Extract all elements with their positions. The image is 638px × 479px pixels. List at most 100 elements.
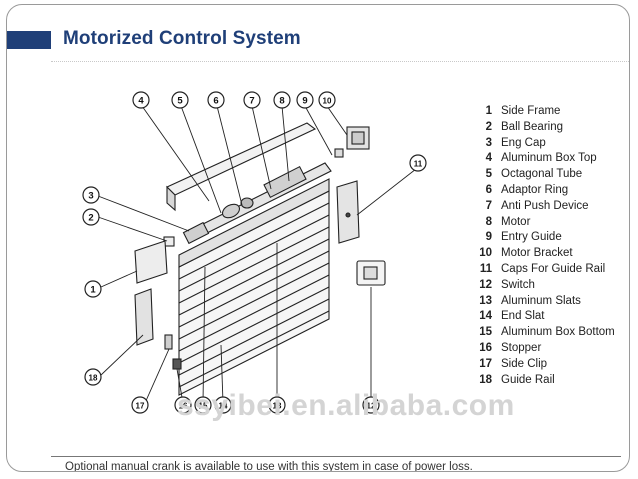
part-name: End Slat (501, 310, 545, 323)
parts-list-item: 16 Stopper (470, 341, 615, 357)
parts-list-item: 5 Octagonal Tube (470, 167, 615, 183)
part-number: 4 (485, 152, 492, 165)
part-name: Ball Bearing (501, 120, 564, 133)
part-name: Anti Push Device (501, 199, 589, 212)
parts-list-item: 1 Side Frame (470, 104, 615, 120)
part-name: Motor Bracket (501, 247, 573, 260)
callout-circle-14 (214, 396, 232, 414)
parts-list-item: 18 Guide Rail (470, 373, 615, 389)
callout-label-5: 5 (177, 96, 183, 107)
part-number: 18 (479, 373, 492, 386)
part-name: Switch (501, 278, 535, 291)
part-number: 8 (485, 215, 492, 228)
parts-list-item: 3 Eng Cap (470, 136, 615, 152)
callout-circle-13 (268, 396, 286, 414)
callout-circle-15 (194, 396, 212, 414)
callout-circle-18 (84, 368, 102, 386)
callout-circle-12 (362, 396, 380, 414)
slide-title: Motorized Control System (63, 28, 301, 49)
parts-list-item: 6 Adaptor Ring (470, 183, 615, 199)
part-number: 16 (479, 341, 492, 354)
part-number: 7 (485, 199, 492, 212)
callout-label-4: 4 (138, 96, 144, 107)
callout-label-17: 17 (136, 402, 145, 411)
stopper-shape (172, 358, 182, 370)
callout-label-10: 10 (323, 97, 332, 106)
part-number: 2 (485, 120, 492, 133)
guide-rail-left-shape (134, 288, 154, 346)
parts-list-item: 12 Switch (470, 278, 615, 294)
part-number: 10 (479, 247, 492, 260)
slat-curtain-shape (178, 178, 330, 396)
callout-circle-5 (171, 91, 189, 109)
callout-label-13: 13 (273, 402, 282, 411)
callout-circle-11 (409, 154, 427, 172)
side-frame-shape (134, 240, 168, 284)
slide: Motorized Control System (6, 4, 630, 472)
part-name: Aluminum Slats (501, 294, 581, 307)
parts-list-item: 8 Motor (470, 215, 615, 231)
part-number: 3 (485, 136, 492, 149)
callout-label-18: 18 (89, 374, 98, 383)
part-name: Guide Rail (501, 373, 555, 386)
footer-divider (51, 456, 621, 457)
callout-circle-2 (82, 208, 100, 226)
part-number: 14 (479, 310, 492, 323)
parts-list-item: 17 Side Clip (470, 357, 615, 373)
side-clip-shape (164, 334, 173, 350)
callout-label-12: 12 (367, 402, 376, 411)
eng-cap-shape (182, 221, 210, 245)
part-number: 17 (479, 357, 492, 370)
callout-label-3: 3 (88, 191, 93, 202)
title-divider (51, 61, 629, 62)
callout-circle-16 (174, 396, 192, 414)
parts-list-item: 4 Aluminum Box Top (470, 151, 615, 167)
part-name: Stopper (501, 341, 542, 354)
parts-list-item: 7 Anti Push Device (470, 199, 615, 215)
parts-list-item: 10 Motor Bracket (470, 246, 615, 262)
callout-label-2: 2 (88, 213, 93, 224)
part-name: Aluminum Box Bottom (501, 326, 615, 339)
callout-label-14: 14 (219, 402, 228, 411)
exploded-diagram: 1 2 3 4 5 6 7 8 9 10 11 12 13 14 15 16 1… (82, 91, 427, 414)
part-name: Aluminum Box Top (501, 152, 597, 165)
part-number: 11 (479, 262, 492, 275)
part-name: Side Clip (501, 357, 548, 370)
motor-shape (263, 165, 307, 199)
parts-list-item: 2 Ball Bearing (470, 120, 615, 136)
callout-circle-9 (296, 91, 314, 109)
callout-circle-7 (243, 91, 261, 109)
footer-note: Optional manual crank is available to us… (65, 461, 473, 472)
part-name: Eng Cap (501, 136, 546, 149)
parts-list-item: 13 Aluminum Slats (470, 294, 615, 310)
callout-circle-1 (84, 280, 102, 298)
part-number: 6 (485, 183, 492, 196)
part-name: Motor (501, 215, 531, 228)
callout-circle-10 (318, 91, 336, 109)
parts-list-item: 14 End Slat (470, 309, 615, 325)
callout-label-8: 8 (279, 96, 284, 107)
title-accent-bar (7, 31, 51, 49)
callout-label-11: 11 (414, 160, 423, 169)
callout-label-9: 9 (302, 96, 307, 107)
callout-label-16: 16 (179, 402, 188, 411)
part-number: 5 (485, 168, 492, 181)
part-number: 13 (479, 294, 492, 307)
callout-label-6: 6 (213, 96, 218, 107)
callout-circle-17 (131, 396, 149, 414)
watermark: ssyibei.en.alibaba.com (177, 389, 515, 422)
part-name: Adaptor Ring (501, 183, 569, 196)
callout-label-15: 15 (199, 402, 208, 411)
part-number: 12 (479, 278, 492, 291)
callout-circle-8 (273, 91, 291, 109)
part-name: Side Frame (501, 105, 561, 117)
part-number: 9 (485, 231, 492, 244)
part-name: Octagonal Tube (501, 168, 583, 181)
callout-circle-6 (207, 91, 225, 109)
callout-label-7: 7 (249, 96, 254, 107)
part-number: 1 (485, 105, 492, 117)
